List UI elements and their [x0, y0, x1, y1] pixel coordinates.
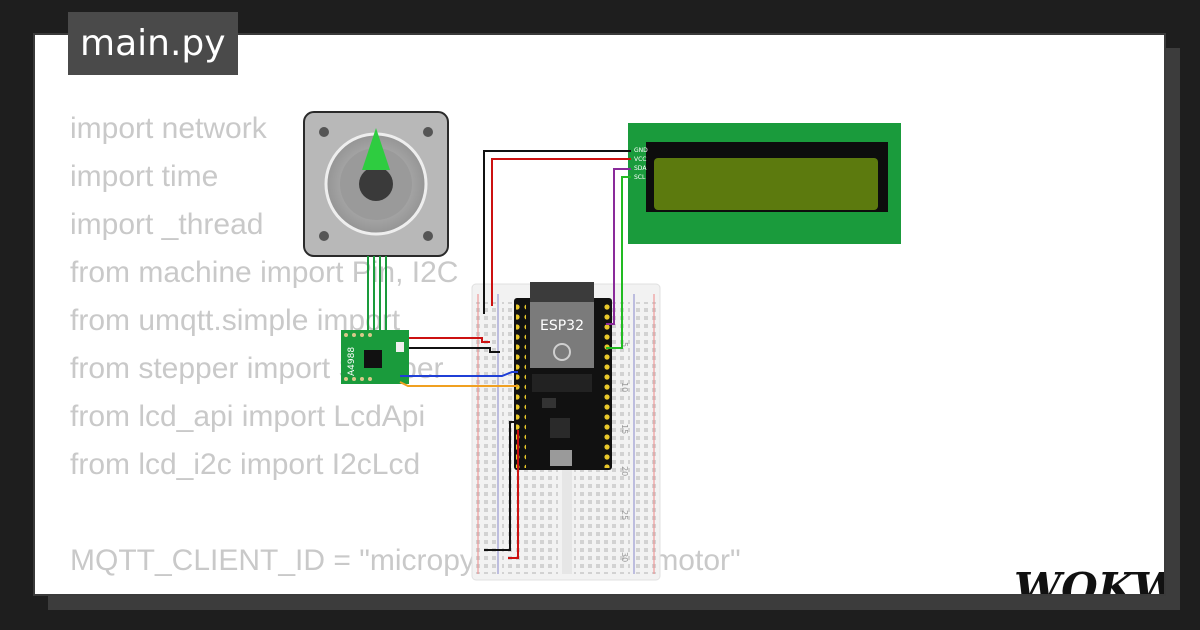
esp32-board: ESP32 — [514, 282, 612, 470]
code-line: import _thread — [70, 208, 264, 241]
a4988-driver: A4988 — [341, 330, 409, 384]
code-line: MQTT_BROKER = "broker.hivemq.com" — [70, 585, 741, 594]
espressif-icon — [553, 343, 571, 361]
lcd-display: GND VCC SDA SCL — [628, 123, 901, 244]
bb-number: 5 — [620, 342, 629, 347]
wokwi-logo: WOKWi — [1014, 564, 1166, 596]
bb-number: 20 — [620, 466, 629, 476]
code-line: import time — [70, 160, 219, 193]
wires — [399, 150, 631, 559]
lcd-pin-label: SDA — [634, 165, 647, 172]
bb-number: 30 — [620, 552, 629, 562]
code-line: import network — [70, 112, 267, 145]
wokwi-logo-text: WOKWi — [1014, 564, 1166, 596]
file-name-tab: main.py — [68, 12, 238, 75]
motor-needle-icon — [362, 128, 390, 170]
preview-card: import network import time import _threa… — [33, 33, 1166, 596]
lcd-pin-label: SCL — [634, 174, 646, 181]
stepper-motor — [303, 111, 449, 257]
mcu-label: ESP32 — [540, 318, 584, 334]
bb-number: 25 — [620, 510, 629, 520]
motor-wires — [367, 256, 387, 332]
code-line: from lcd_i2c import I2cLcd — [70, 448, 421, 481]
bb-number: 15 — [620, 424, 629, 434]
lcd-pin-label: VCC — [634, 156, 646, 163]
circuit-diagram: 5 10 15 20 25 30 ESP32 — [303, 111, 901, 581]
file-name: main.py — [80, 23, 226, 64]
code-line: from lcd_api import LcdApi — [70, 400, 426, 433]
driver-label: A4988 — [347, 347, 357, 376]
lcd-pin-label: GND — [634, 147, 648, 154]
card-shadow-bottom — [48, 596, 1180, 610]
bb-number: 10 — [620, 382, 629, 392]
code-line: from machine import Pin, I2C — [70, 256, 459, 289]
card-shadow-right — [1166, 48, 1180, 610]
